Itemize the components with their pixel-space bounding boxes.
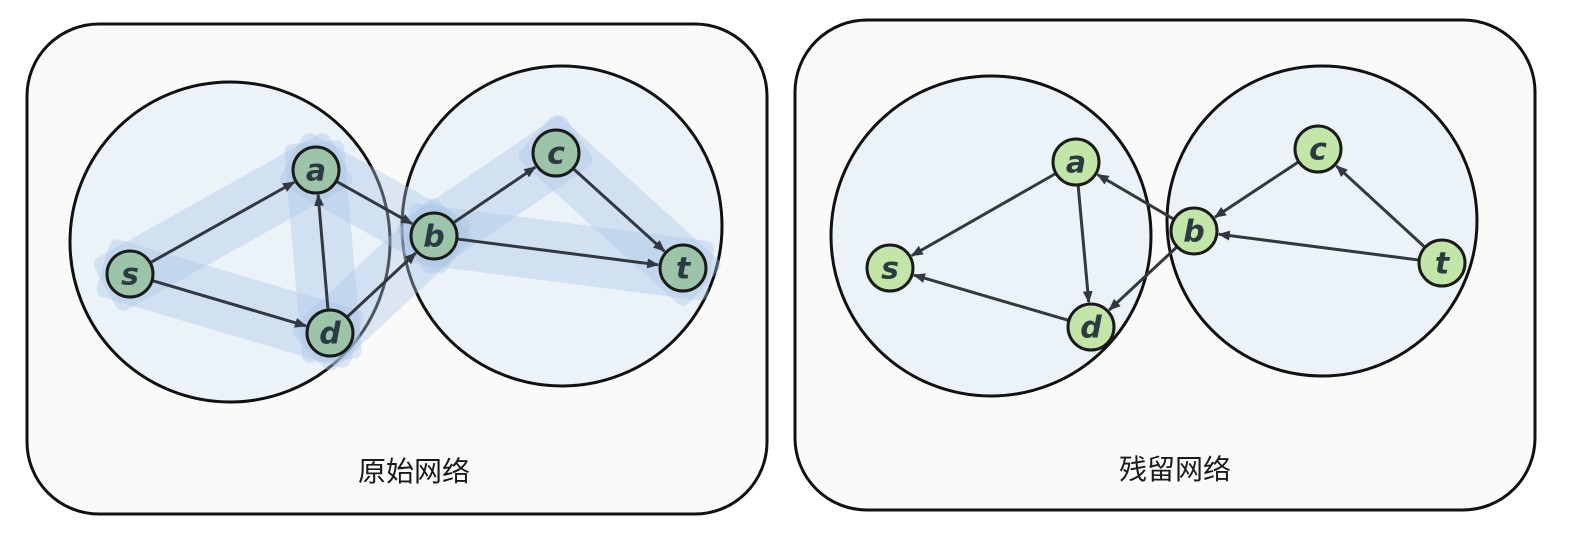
node-t-label: t — [1435, 247, 1451, 282]
node-s-circle — [865, 243, 915, 293]
node-a-circle — [1051, 137, 1101, 187]
node-s: s — [865, 243, 915, 293]
node-t-circle — [1417, 238, 1467, 288]
edge-t-to-b — [1217, 230, 1419, 262]
node-c-label: c — [1309, 133, 1327, 168]
original-network-panel: s a d b c t 原始网络 — [25, 22, 769, 516]
edge-a-to-b — [336, 180, 414, 226]
node-s-circle — [105, 249, 155, 299]
node-a-label: a — [1066, 146, 1086, 181]
edge-s-to-d — [152, 279, 307, 328]
edge-d-to-s — [913, 273, 1069, 322]
edge-layer — [150, 165, 666, 328]
node-b: b — [409, 211, 459, 261]
node-s: s — [105, 249, 155, 299]
node-a-circle — [291, 145, 341, 195]
panel-caption: 原始网络 — [358, 455, 470, 488]
edge-b-to-a — [1096, 173, 1175, 221]
region-right — [1165, 64, 1479, 378]
node-c-circle — [1293, 124, 1343, 174]
node-d-label: d — [1080, 311, 1102, 346]
region-right — [400, 64, 724, 388]
panel-caption: 残留网络 — [1119, 453, 1231, 486]
node-b-circle — [409, 211, 459, 261]
edge-c-to-b — [1214, 160, 1299, 219]
node-t: t — [1417, 238, 1467, 288]
node-d: d — [1066, 302, 1116, 352]
edge-b-to-t — [457, 237, 660, 269]
edge-layer — [910, 160, 1426, 322]
node-a-label: a — [306, 154, 326, 189]
residual-network-panel: s a d b c t 残留网络 — [793, 18, 1537, 512]
edge-b-to-c — [452, 165, 537, 224]
edge-b-to-d — [1108, 246, 1178, 312]
edge-c-to-t — [572, 167, 666, 253]
node-c: c — [531, 128, 581, 178]
edge-d-to-a — [314, 193, 330, 310]
edge-d-to-b — [346, 251, 417, 318]
node-a: a — [291, 145, 341, 195]
node-s-label: s — [881, 252, 899, 287]
node-layer: s a d b c t — [105, 128, 708, 358]
node-d-label: d — [319, 317, 341, 352]
node-t: t — [658, 243, 708, 293]
edge-a-to-d — [1076, 185, 1093, 304]
edge-t-to-c — [1335, 164, 1426, 248]
node-b: b — [1169, 206, 1219, 256]
node-b-circle — [1169, 206, 1219, 256]
node-s-label: s — [121, 258, 139, 293]
node-d-circle — [1066, 302, 1116, 352]
node-d: d — [305, 308, 355, 358]
node-c-circle — [531, 128, 581, 178]
node-a: a — [1051, 137, 1101, 187]
node-layer: s a d b c t — [865, 124, 1467, 352]
node-b-label: b — [423, 220, 444, 255]
node-b-label: b — [1183, 215, 1204, 250]
node-t-circle — [658, 243, 708, 293]
edge-s-to-a — [150, 180, 296, 264]
node-d-circle — [305, 308, 355, 358]
node-c: c — [1293, 124, 1343, 174]
edge-a-to-s — [910, 172, 1056, 257]
node-t-label: t — [676, 252, 692, 287]
node-c-label: c — [547, 137, 565, 172]
